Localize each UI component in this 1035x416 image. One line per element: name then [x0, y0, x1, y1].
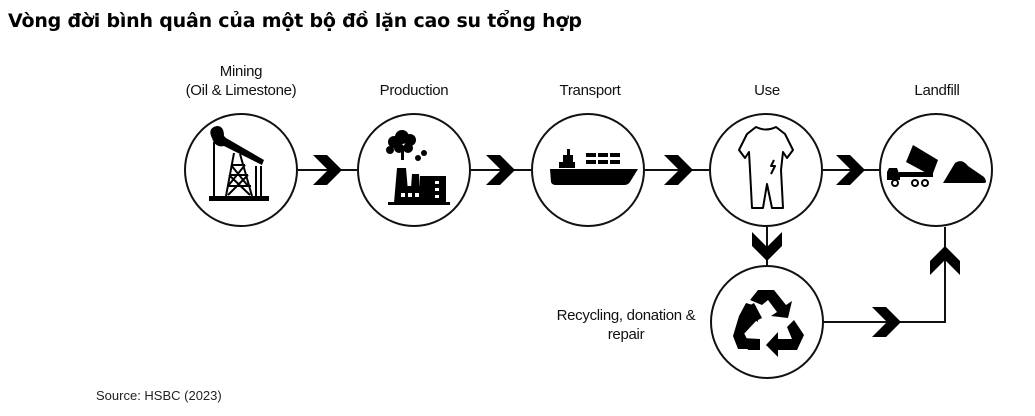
stage-label-production: Production [379, 82, 449, 99]
stage-circle-recycling [710, 265, 824, 379]
stage-label-mining: Mining (Oil & Limestone) [170, 62, 312, 100]
stage-label-landfill: Landfill [914, 82, 960, 99]
arrow-chevron-down [752, 232, 782, 261]
arrow-chevron-up [930, 246, 960, 275]
stage-label-recycling: Recycling, donation & repair [540, 306, 712, 344]
stage-circle-landfill [879, 113, 993, 227]
wetsuit-icon [738, 126, 794, 209]
arrow-chevron-right-2 [486, 155, 515, 185]
stage-label-mining-line1: Mining [219, 63, 263, 80]
stage-circle-production [357, 113, 471, 227]
source-note: Source: HSBC (2023) [96, 388, 222, 403]
arrow-chevron-right-3 [664, 155, 693, 185]
factory-icon [386, 130, 450, 205]
arrow-chevron-right-4 [836, 155, 865, 185]
stage-label-recycling-line1: Recycling, donation & [556, 307, 696, 324]
stage-circle-use [709, 113, 823, 227]
dump-truck-icon [887, 145, 986, 187]
stage-circle-mining [184, 113, 298, 227]
cargo-ship-icon [550, 149, 638, 185]
stage-label-mining-line2: (Oil & Limestone) [185, 82, 297, 99]
stage-label-transport: Transport [559, 82, 621, 99]
oil-pump-icon [209, 126, 269, 201]
recycle-icon [733, 290, 804, 357]
arrow-chevron-right-1 [313, 155, 342, 185]
arrow-chevron-right-5 [872, 307, 901, 337]
stage-circle-transport [531, 113, 645, 227]
stage-label-recycling-line2: repair [607, 326, 645, 343]
dirt-pile-icon [943, 161, 986, 183]
diagram-title: Vòng đời bình quân của một bộ đồ lặn cao… [8, 10, 582, 32]
stage-label-use: Use [754, 82, 780, 99]
